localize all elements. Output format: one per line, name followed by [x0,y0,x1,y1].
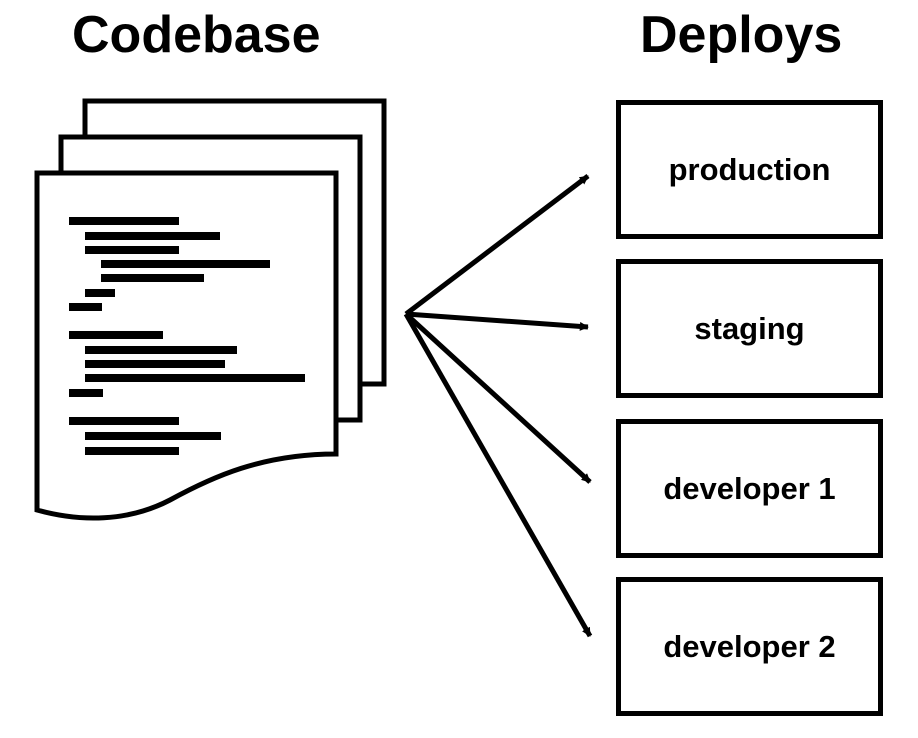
code-line [69,417,179,425]
document-front-page [34,170,339,521]
deploy-box-production: production [616,100,883,239]
deploys-title: Deploys [640,6,843,64]
deploy-label-developer-1: developer 1 [663,470,836,506]
arrow-to-staging-icon [405,311,589,331]
arrow-to-production-icon [404,174,590,316]
deploy-box-developer-2: developer 2 [616,577,883,716]
code-line [69,303,102,311]
code-line [69,217,179,225]
code-line [69,389,103,397]
code-line [85,447,179,455]
code-line [85,289,115,297]
deploy-label-production: production [668,151,831,187]
deploy-box-staging: staging [616,259,883,398]
code-line [85,432,221,440]
code-line [101,274,204,282]
code-line [85,360,225,368]
code-lines [69,217,305,455]
deploy-label-developer-2: developer 2 [663,628,836,664]
code-line [101,260,270,268]
deploy-arrows [403,174,593,638]
arrow-to-developer-2-icon [403,312,593,638]
code-line [85,232,220,240]
code-line [85,246,179,254]
arrow-to-developer-1-icon [404,312,592,484]
code-line [85,346,237,354]
deploy-box-developer-1: developer 1 [616,419,883,558]
code-line [69,331,163,339]
code-line [85,374,305,382]
deploy-label-staging: staging [694,310,805,346]
codebase-documents-icon [34,98,387,521]
codebase-title: Codebase [72,6,321,64]
